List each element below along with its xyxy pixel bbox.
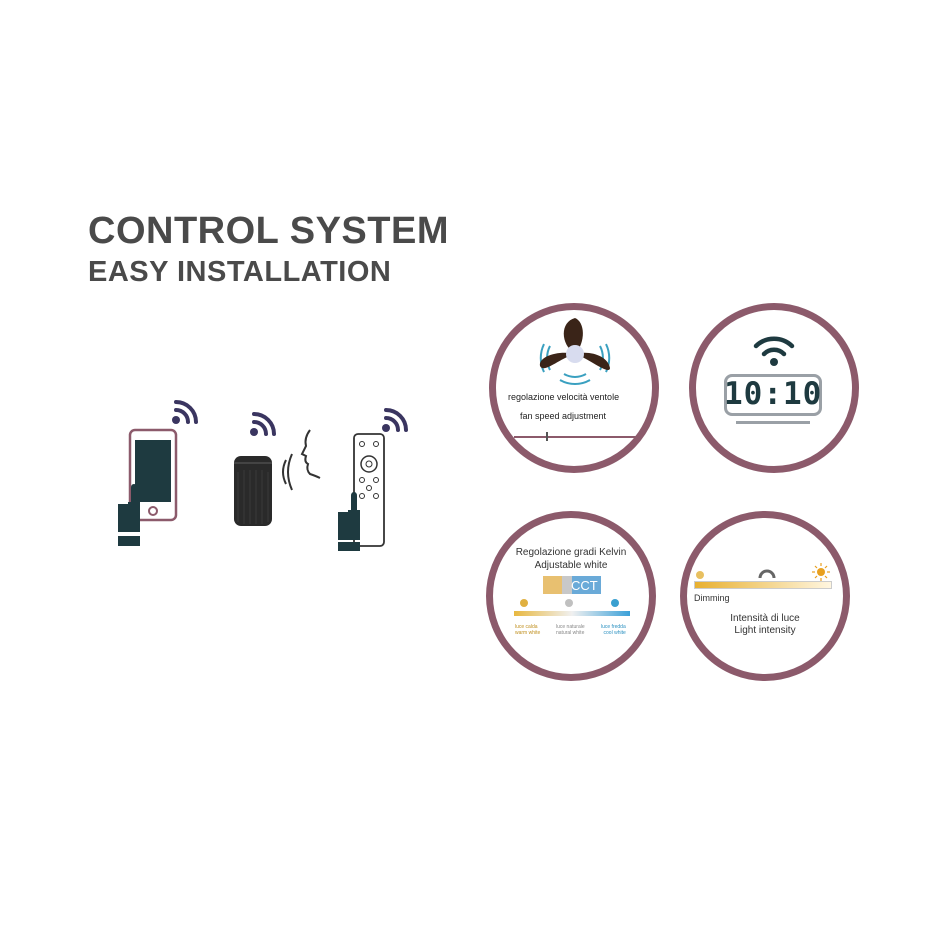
- fan-label-en: fan speed adjustment: [520, 411, 607, 421]
- cct-badge-label: CCT: [571, 578, 598, 593]
- cool-light-icon: [611, 599, 619, 607]
- cct-title-en: Adjustable white: [534, 560, 608, 571]
- cct-gradient-bar: [514, 611, 630, 616]
- fan-label-it: regolazione velocità ventole: [508, 392, 620, 402]
- warm-light-icon: [520, 599, 528, 607]
- cct-badge: [543, 576, 601, 594]
- cct-feature: [486, 511, 656, 681]
- natural-light-icon: [565, 599, 573, 607]
- wifi-icon: [250, 412, 276, 436]
- dimming-bar: [694, 581, 832, 589]
- dimming-title-en: Light intensity: [734, 625, 796, 636]
- dim-light-icon: [696, 571, 704, 579]
- smartphone-icon: [118, 400, 198, 546]
- dimming-label: Dimming: [694, 593, 730, 603]
- page-title: CONTROL SYSTEM: [88, 210, 449, 252]
- wifi-icon: [382, 408, 408, 432]
- clock-stand: [736, 421, 810, 424]
- dimming-feature: [680, 511, 850, 681]
- smart-speaker-icon: [234, 412, 321, 526]
- fan-icon: [539, 318, 611, 385]
- fan-speed-slider-handle: [546, 432, 548, 441]
- dimmer-knob-icon: [758, 569, 776, 578]
- dimming-title-it: Intensità di luce: [730, 613, 800, 624]
- cct-title-it: Regolazione gradi Kelvin: [515, 547, 627, 558]
- clock-display: [724, 374, 822, 416]
- fan-speed-slider: [514, 436, 638, 438]
- wifi-icon: [753, 336, 795, 366]
- bright-light-icon: [812, 563, 830, 581]
- wifi-icon: [172, 400, 198, 424]
- clock-time: 10:10: [724, 376, 823, 412]
- page-subtitle: EASY INSTALLATION: [88, 256, 392, 288]
- remote-control-icon: [338, 408, 408, 551]
